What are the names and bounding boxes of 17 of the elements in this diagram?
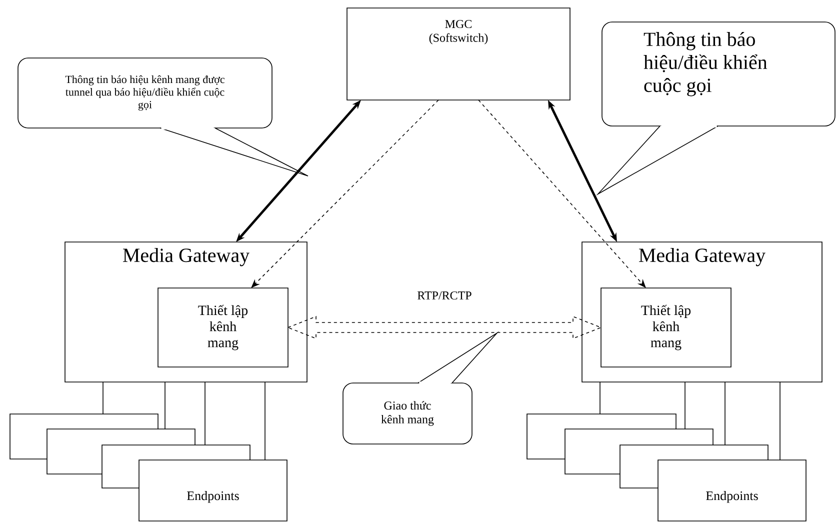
endpoint-box: Endpoints [138,460,288,522]
speech-bubble: Giao thức kênh mang [342,331,500,444]
arrow [251,100,439,288]
arrow [478,100,646,288]
function-box: Thiết lập kênh mang [158,288,288,368]
connector-line [724,382,726,446]
connector-line [204,382,206,446]
speech-bubble: Thông tin báo hiệu/điều khiển cuộc gọi [596,22,836,196]
edge-label: RTP/RCTP [416,290,473,301]
connector-line [264,382,266,460]
connector-line [164,382,166,430]
speech-bubble: Thông tin báo hiệu kênh mang được tunnel qua báo hiệu/điều khiển cuộc gọi [18,58,308,176]
endpoint-box: Endpoints [658,460,806,522]
connector-line [102,382,104,414]
function-box: Thiết lập kênh mang [600,288,732,368]
server-box: MGC (Softswitch) [346,8,570,100]
connector-line [684,382,686,430]
